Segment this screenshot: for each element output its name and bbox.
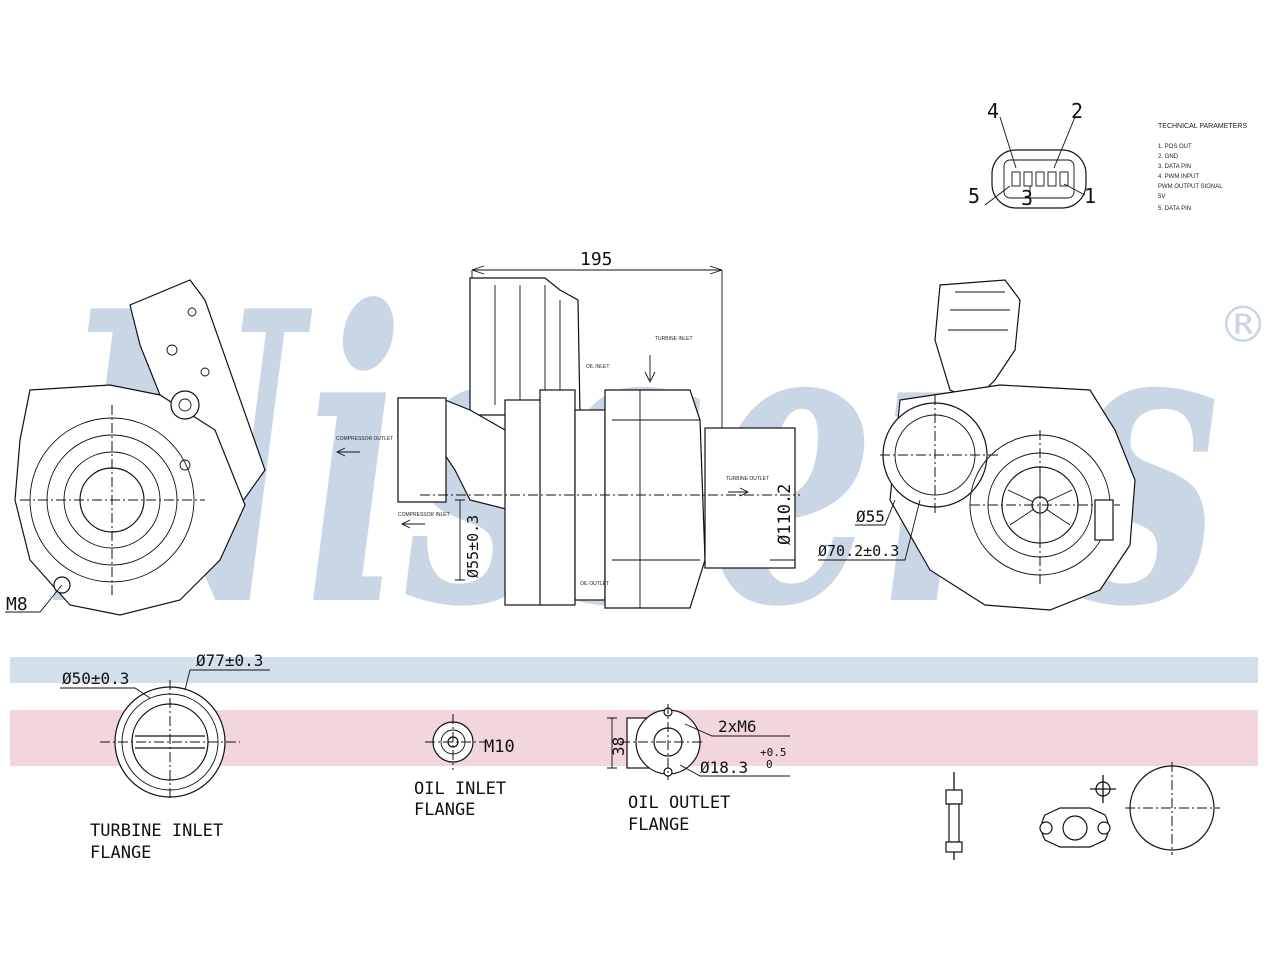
oil-inlet-label-2: FLANGE: [414, 800, 475, 820]
turbine-flange-label-2: FLANGE: [90, 843, 151, 863]
turbine-outlet-dia: Ø110.2: [775, 484, 795, 545]
oil-feed-pipe-icon: [945, 772, 963, 860]
oil-inlet-dia: Ø55±0.3: [464, 515, 482, 578]
oil-inlet-label-1: OIL INLET: [414, 779, 506, 799]
oil-outlet-flange: 38 2xM6 Ø18.3 +0.5 0 OIL OUTLET FLANGE: [607, 704, 790, 835]
actuator-connector: 4 2 5 3 1: [968, 99, 1096, 210]
turbine-inlet-flange: Ø50±0.3 Ø77±0.3 TURBINE INLET FLANGE: [60, 651, 270, 863]
oil-outlet-tol-lower: 0: [766, 758, 773, 771]
pin-4-label: 4: [987, 99, 999, 123]
oil-outlet-tol-upper: +0.5: [760, 746, 787, 759]
oil-outlet-label-1: OIL OUTLET: [628, 793, 730, 813]
params-title: TECHNICAL PARAMETERS: [1158, 123, 1247, 130]
compressor-inlet-callout: COMPRESSOR INLET: [398, 512, 450, 518]
param-3: 3. DATA PIN: [1158, 164, 1191, 170]
turbine-flange-label-1: TURBINE INLET: [90, 821, 223, 841]
param-2: 2. GND: [1158, 154, 1179, 160]
turbine-flange-outer-dia: Ø77±0.3: [196, 651, 263, 670]
pin-2-label: 2: [1071, 99, 1083, 123]
oil-outlet-height: 38: [609, 737, 628, 756]
oil-outlet-callout: OIL OUTLET: [580, 581, 609, 587]
pin-3-label: 3: [1021, 186, 1033, 210]
turbo-side-view: 195 Ø110.2 Ø55±0.3 TURBINE INLET OIL INL…: [335, 249, 800, 609]
registered-mark: ®: [1218, 296, 1268, 354]
mount-thread-label: M8: [6, 594, 28, 615]
compressor-outlet-callout: COMPRESSOR OUTLET: [336, 436, 393, 442]
param-1: 1. POS OUT: [1158, 144, 1192, 150]
oil-outlet-bolts: 2xM6: [718, 717, 757, 736]
turbo-turbine-side-view: M8: [5, 279, 266, 616]
oil-outlet-dia: Ø18.3: [700, 758, 748, 777]
oil-outlet-label-2: FLANGE: [628, 815, 689, 835]
pin-1-label: 1: [1084, 184, 1096, 208]
technical-parameters: TECHNICAL PARAMETERS 1. POS OUT 2. GND 3…: [1158, 123, 1247, 212]
oil-inlet-thread: M10: [484, 737, 515, 757]
oil-inlet-callout: OIL INLET: [586, 364, 609, 370]
param-4: 4. PWM INPUT: [1158, 174, 1199, 180]
oil-flange-gasket-icon: [1039, 775, 1116, 848]
turbine-flange-inner-dia: Ø50±0.3: [62, 669, 129, 688]
outlet-flange-dia: Ø70.2±0.3: [818, 542, 899, 560]
length-dimension: 195: [580, 249, 613, 270]
oil-inlet-flange: M10 OIL INLET FLANGE: [414, 714, 515, 820]
param-5: PWM OUTPUT SIGNAL: [1158, 184, 1223, 190]
turbine-inlet-gasket-icon: [1125, 762, 1220, 855]
param-6: 5V: [1158, 194, 1165, 200]
compressor-dia: Ø55: [856, 507, 885, 526]
pin-5-label: 5: [968, 184, 980, 208]
param-7: 5. DATA PIN: [1158, 206, 1191, 212]
turbine-inlet-callout: TURBINE INLET: [655, 336, 693, 342]
turbo-compressor-side-view: Ø55 Ø70.2±0.3: [818, 279, 1136, 611]
turbine-outlet-callout: TURBINE OUTLET: [726, 476, 769, 482]
